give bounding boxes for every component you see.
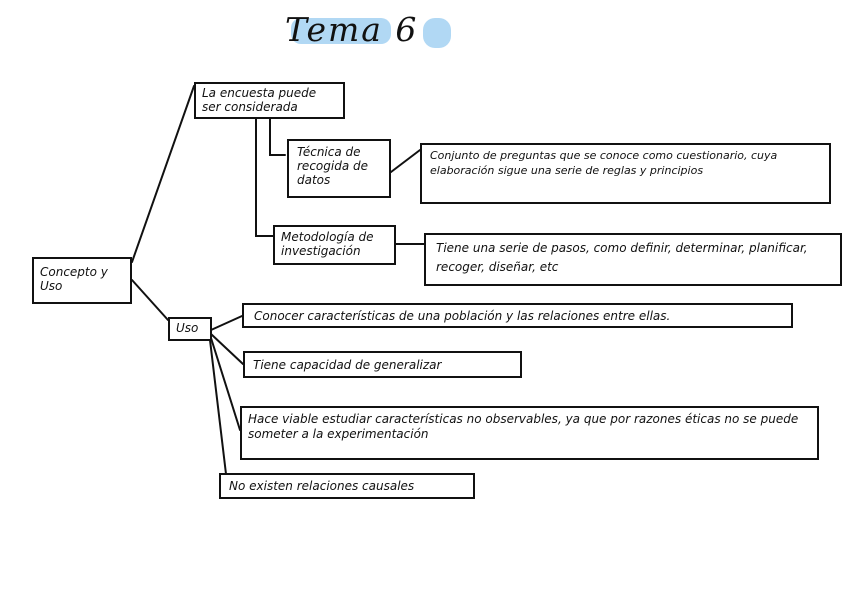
- node-metodologia: Metodología de investigación: [273, 225, 396, 265]
- node-tecnica-def: Conjunto de preguntas que se conoce como…: [420, 143, 831, 204]
- node-uso: Uso: [168, 317, 212, 341]
- link-encuesta-metodologia: [255, 117, 274, 237]
- node-uso-4: No existen relaciones causales: [219, 473, 475, 499]
- link-encuesta-tecnica: [269, 117, 286, 156]
- link-uso-4: [209, 339, 227, 475]
- link-uso-3: [210, 337, 241, 431]
- link-tecnica-def: [390, 149, 421, 173]
- node-uso-1: Conocer características de una población…: [242, 303, 793, 328]
- link-root-uso: [131, 279, 169, 321]
- page-title: Tema 6: [285, 10, 419, 49]
- node-root: Concepto y Uso: [32, 257, 132, 304]
- node-uso-2: Tiene capacidad de generalizar: [243, 351, 522, 378]
- title-highlight-number: [423, 18, 451, 48]
- node-encuesta: La encuesta puede ser considerada: [194, 82, 345, 119]
- link-uso-1: [210, 315, 243, 331]
- node-uso-3: Hace viable estudiar características no …: [240, 406, 819, 460]
- link-root-encuesta: [131, 85, 195, 263]
- node-tecnica: Técnica de recogida de datos: [287, 139, 391, 198]
- title-block: Tema 6: [285, 10, 475, 56]
- title-highlight: [291, 18, 391, 44]
- node-metodologia-def: Tiene una serie de pasos, como definir, …: [424, 233, 842, 286]
- link-uso-2: [210, 333, 244, 365]
